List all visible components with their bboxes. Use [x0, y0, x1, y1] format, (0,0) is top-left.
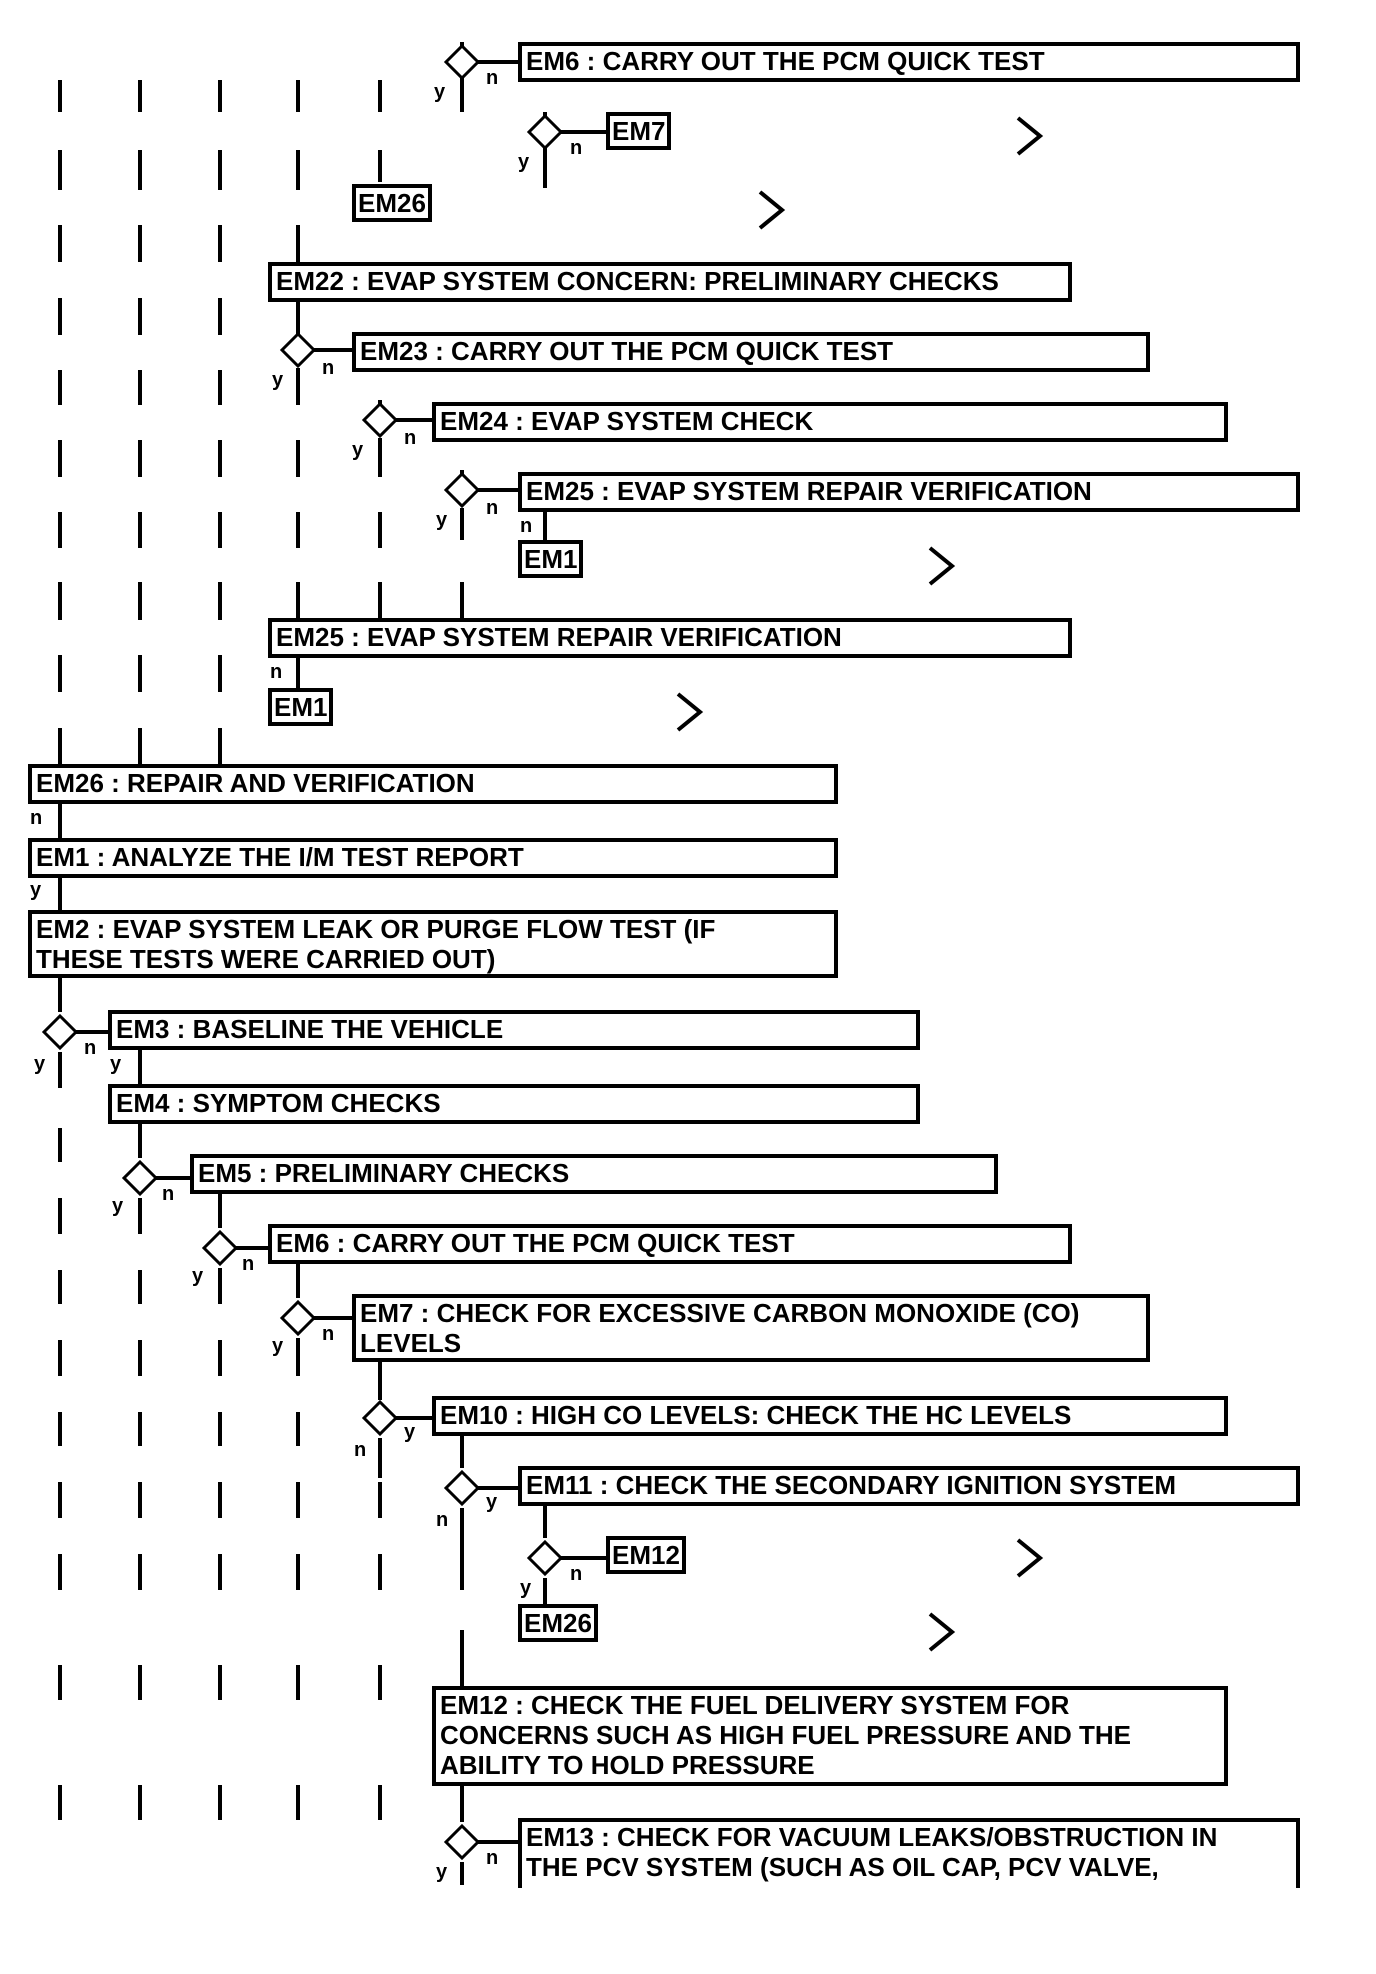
ref-em12: EM12 [606, 1536, 686, 1574]
branch-label-no: n [322, 357, 335, 379]
chevron-icon [928, 546, 956, 586]
ref-em1-b: EM1 [268, 688, 334, 726]
branch-label-yes: y [30, 879, 42, 901]
step-em24: EM24 : EVAP SYSTEM CHECK [432, 402, 1228, 442]
branch-label-yes: y [110, 1053, 122, 1075]
connector-line [460, 1430, 520, 1548]
branch-label-yes: y [518, 151, 530, 173]
branch-label-no: n [486, 497, 499, 519]
step-em10: EM10 : HIGH CO LEVELS: CHECK THE HC LEVE… [432, 1396, 1228, 1436]
decision-diamond [443, 1469, 481, 1507]
step-em25-b: EM25 : EVAP SYSTEM REPAIR VERIFICATION [268, 618, 1072, 658]
ref-em1-a: EM1 [518, 540, 584, 578]
step-em4: EM4 : SYMPTOM CHECKS [108, 1084, 920, 1124]
branch-label-no: n [162, 1183, 175, 1205]
connector-line [460, 1785, 520, 1885]
branch-label-no: n [242, 1253, 255, 1275]
branch-label-no: n [270, 661, 283, 683]
branch-label-no: n [30, 807, 43, 829]
chevron-icon [758, 190, 786, 230]
chevron-icon [1016, 1538, 1044, 1578]
step-em7: EM7 : CHECK FOR EXCESSIVE CARBON MONOXID… [352, 1294, 1150, 1362]
branch-label-no: n [570, 137, 583, 159]
decision-diamond [41, 1013, 79, 1051]
branch-label-yes: y [272, 369, 284, 391]
decision-diamond [443, 471, 481, 509]
branch-label-no: n [486, 67, 499, 89]
branch-label-yes: y [34, 1053, 46, 1075]
branch-label-no: n [520, 515, 533, 537]
connector-line [296, 1258, 352, 1376]
branch-label-yes: y [192, 1265, 204, 1287]
decision-diamond [361, 401, 399, 439]
branch-label-no: n [436, 1509, 449, 1531]
branch-label-yes: y [434, 81, 446, 103]
connector-line [218, 1188, 270, 1304]
branch-label-yes: y [486, 1491, 498, 1513]
decision-diamond [279, 1299, 317, 1337]
decision-diamond [361, 1399, 399, 1437]
step-em5: EM5 : PRELIMINARY CHECKS [190, 1154, 998, 1194]
branch-label-yes: y [112, 1195, 124, 1217]
branch-label-no: n [354, 1439, 367, 1461]
branch-label-yes: y [436, 509, 448, 531]
step-em12: EM12 : CHECK THE FUEL DELIVERY SYSTEM FO… [432, 1686, 1228, 1786]
connector-line [378, 1398, 432, 1478]
chevron-icon [1016, 116, 1044, 156]
decision-diamond [121, 1159, 159, 1197]
chevron-icon [928, 1612, 956, 1652]
ref-em7: EM7 [606, 112, 672, 150]
branch-label-no: n [570, 1563, 583, 1585]
ref-em26-bottom: EM26 [518, 1604, 598, 1642]
step-em13: EM13 : CHECK FOR VACUUM LEAKS/OBSTRUCTIO… [518, 1818, 1300, 1888]
step-em1: EM1 : ANALYZE THE I/M TEST REPORT [28, 838, 838, 878]
connector-line [543, 1502, 608, 1604]
decision-diamond [279, 331, 317, 369]
branch-label-yes: y [352, 439, 364, 461]
decision-diamond [443, 1823, 481, 1861]
step-em23: EM23 : CARRY OUT THE PCM QUICK TEST [352, 332, 1150, 372]
step-em11: EM11 : CHECK THE SECONDARY IGNITION SYST… [518, 1466, 1300, 1506]
decision-diamond [201, 1229, 239, 1267]
decision-diamond [526, 1539, 564, 1577]
chevron-icon [676, 692, 704, 732]
branch-label-yes: y [520, 1577, 532, 1599]
step-em2: EM2 : EVAP SYSTEM LEAK OR PURGE FLOW TES… [28, 910, 838, 978]
step-em25-a: EM25 : EVAP SYSTEM REPAIR VERIFICATION [518, 472, 1300, 512]
branch-label-no: n [322, 1323, 335, 1345]
branch-label-no: n [84, 1037, 97, 1059]
decision-diamond [526, 113, 564, 151]
step-em26: EM26 : REPAIR AND VERIFICATION [28, 764, 838, 804]
branch-label-no: n [404, 427, 417, 449]
step-em3: EM3 : BASELINE THE VEHICLE [108, 1010, 920, 1050]
step-em6-top: EM6 : CARRY OUT THE PCM QUICK TEST [518, 42, 1300, 82]
branch-label-no: n [486, 1847, 499, 1869]
decision-diamond [443, 43, 481, 81]
branch-label-yes: y [272, 1335, 284, 1357]
step-em22: EM22 : EVAP SYSTEM CONCERN: PRELIMINARY … [268, 262, 1072, 302]
ref-em26-top: EM26 [352, 184, 432, 222]
connector-line [58, 976, 112, 1088]
step-em6: EM6 : CARRY OUT THE PCM QUICK TEST [268, 1224, 1072, 1264]
branch-label-yes: y [436, 1861, 448, 1883]
branch-label-yes: y [404, 1421, 416, 1443]
